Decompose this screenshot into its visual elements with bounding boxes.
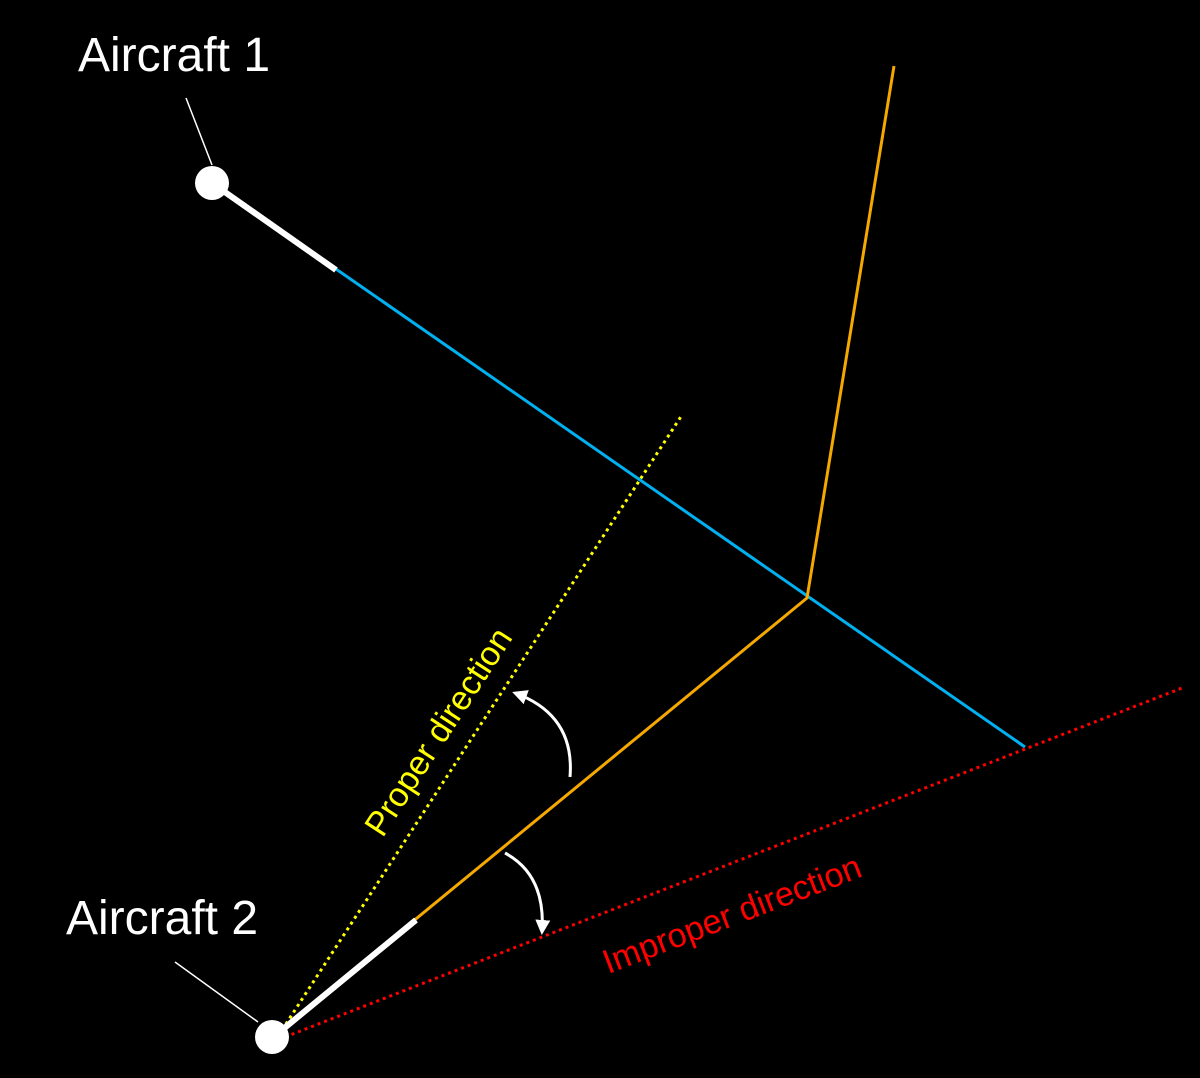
proper-rotation-arrow-icon (512, 690, 572, 778)
aircraft2-leader-line (174, 961, 259, 1023)
aircraft1-marker (195, 166, 229, 200)
aircraft1-label: Aircraft 1 (78, 29, 270, 82)
aircraft2-marker (255, 1020, 289, 1054)
aircraft1-leader-line (185, 97, 213, 166)
aircraft1-velocity-vector (210, 180, 338, 273)
improper-rotation-arrow-icon (504, 851, 551, 935)
improper-direction-label: Improper direction (597, 848, 866, 982)
aircraft2-label: Aircraft 2 (66, 892, 258, 945)
aircraft2-track-line (271, 65, 896, 1039)
proper-direction-line (280, 414, 684, 1031)
proper-direction-label: Proper direction (357, 621, 520, 843)
aircraft2-velocity-vector (280, 917, 418, 1033)
aircraft1-track-line (211, 181, 1026, 749)
